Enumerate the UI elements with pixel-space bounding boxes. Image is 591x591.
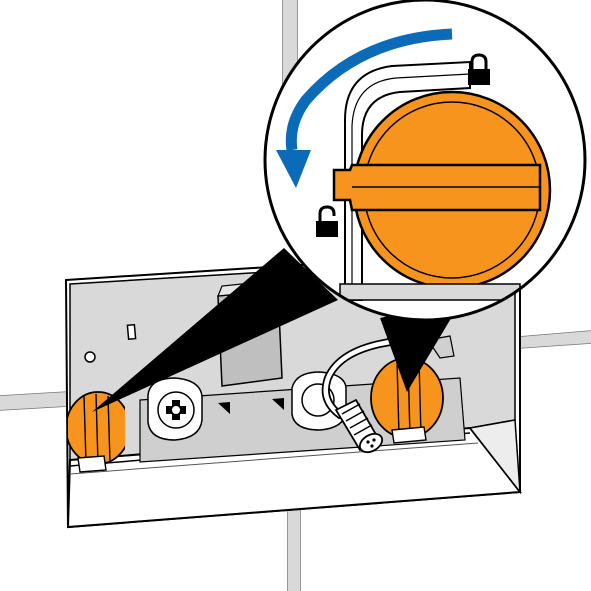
connector-pin-3 (370, 444, 374, 448)
lock-closed-icon (468, 53, 490, 85)
magnified-housing-inner (351, 73, 471, 300)
socket-left-key-center (172, 406, 180, 414)
magnifier-callout (263, 0, 587, 322)
knob-left-small-clip (77, 455, 107, 473)
connector-tip (358, 432, 384, 454)
knob-left-small-ridges (83, 393, 111, 465)
lock-closed-shackle (470, 53, 488, 70)
grout-horizontal-left-fill (0, 392, 68, 410)
grout-horizontal-right-fill (519, 331, 591, 348)
lock-open-icon (316, 205, 338, 237)
magnifier-border (263, 0, 587, 322)
plate-screw-hole (84, 351, 96, 363)
connector-pin-1 (366, 440, 370, 444)
lock-open-shackle (318, 205, 336, 222)
knob-left-small (68, 391, 125, 473)
plate-triangle-mark-right (272, 398, 284, 410)
grout-vertical-bottom-fill (288, 498, 300, 591)
lock-open-body (316, 221, 338, 237)
callout-pointer-left (92, 248, 338, 412)
rotation-arrow-head (276, 150, 311, 188)
knob-right-small-clip (391, 426, 427, 444)
knob-right-small (370, 335, 455, 444)
socket-right (291, 371, 347, 431)
counterclockwise-arrow-icon (276, 28, 453, 188)
plate-triangle-mark-left (218, 402, 230, 414)
lock-closed-body (468, 69, 490, 85)
connector-ridges (341, 403, 373, 436)
box-floor-edge-2 (69, 442, 479, 475)
magnified-floor (339, 283, 521, 301)
plate-slot-hole (126, 323, 137, 341)
cable-inner (323, 339, 393, 418)
socket-left (147, 377, 203, 441)
rotation-arrow-arc (285, 28, 453, 151)
box-right-wall (468, 419, 521, 495)
callout-pointer-right (380, 300, 462, 392)
connector-pin-2 (372, 438, 376, 442)
cable-connector (321, 338, 394, 454)
